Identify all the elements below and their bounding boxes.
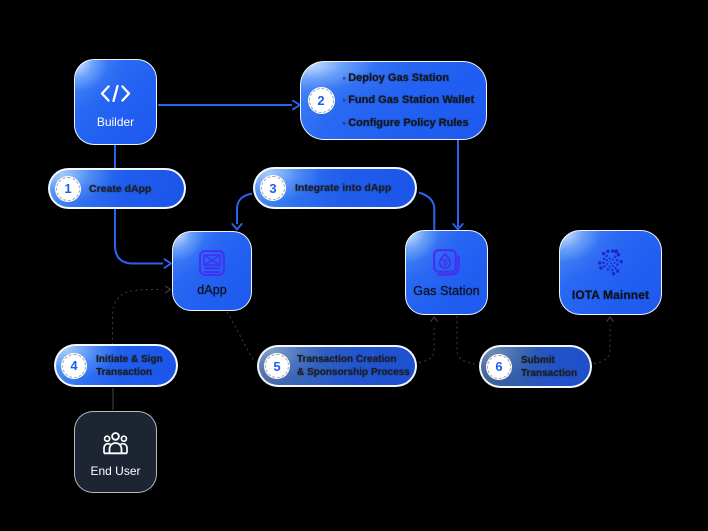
svg-text:$: $ [442,257,447,267]
